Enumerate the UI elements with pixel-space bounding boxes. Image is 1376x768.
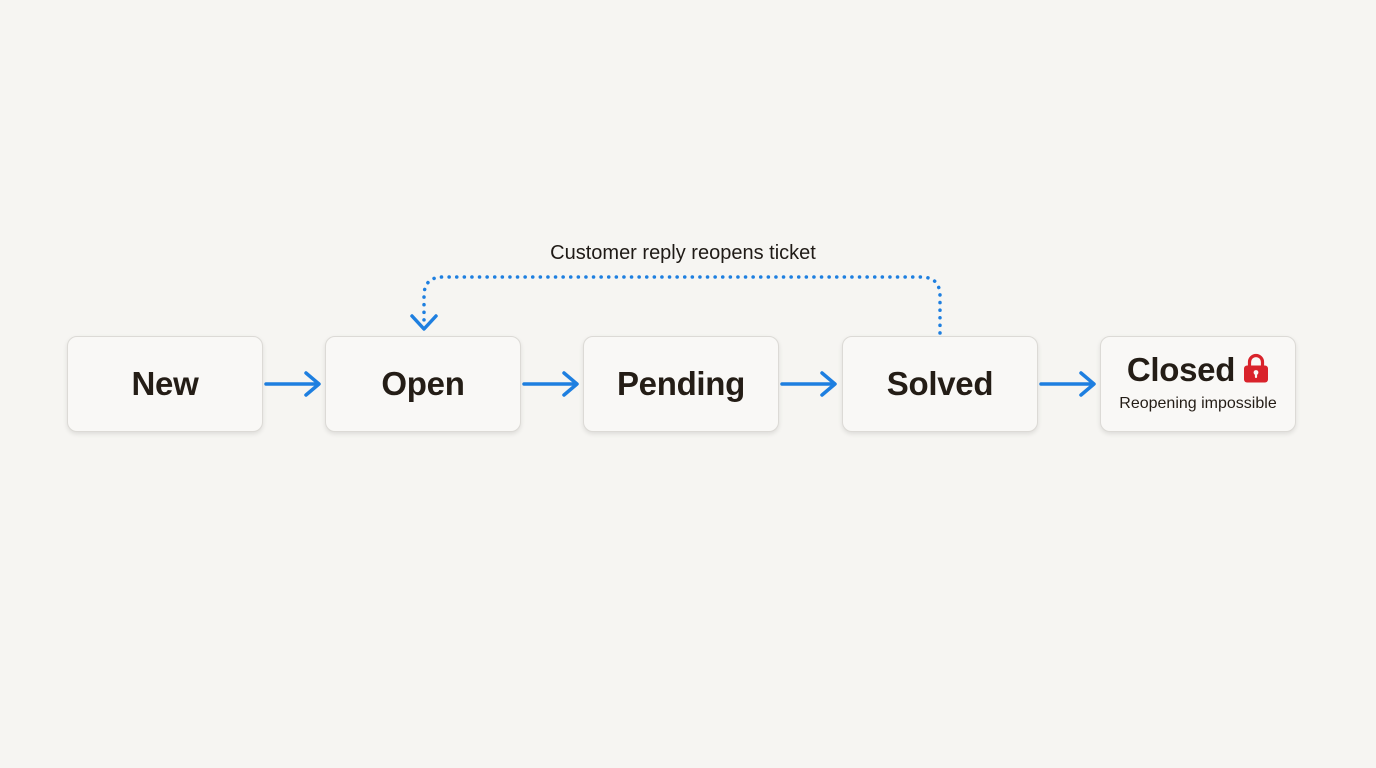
arrow-open-to-pending	[522, 371, 579, 397]
state-closed: Closed Reopening impossible	[1100, 336, 1296, 432]
state-closed-title: Closed	[1127, 351, 1269, 389]
state-new-label: New	[131, 365, 199, 402]
lock-icon	[1243, 353, 1269, 388]
arrow-solved-to-closed	[1039, 371, 1096, 397]
state-pending-label: Pending	[616, 365, 746, 402]
reopen-loop-label: Customer reply reopens ticket	[550, 242, 816, 264]
state-solved: Solved	[842, 336, 1038, 432]
state-open: Open	[325, 336, 521, 432]
arrow-new-to-open	[264, 371, 321, 397]
state-closed-note: Reopening impossible	[1119, 395, 1277, 412]
state-solved-label: Solved	[886, 365, 994, 402]
reopen-loop-arrow	[410, 275, 942, 335]
arrow-pending-to-solved	[780, 371, 837, 397]
state-pending: Pending	[583, 336, 779, 432]
state-new: New	[67, 336, 263, 432]
state-closed-label: Closed	[1126, 351, 1236, 388]
state-open-label: Open	[381, 365, 465, 402]
